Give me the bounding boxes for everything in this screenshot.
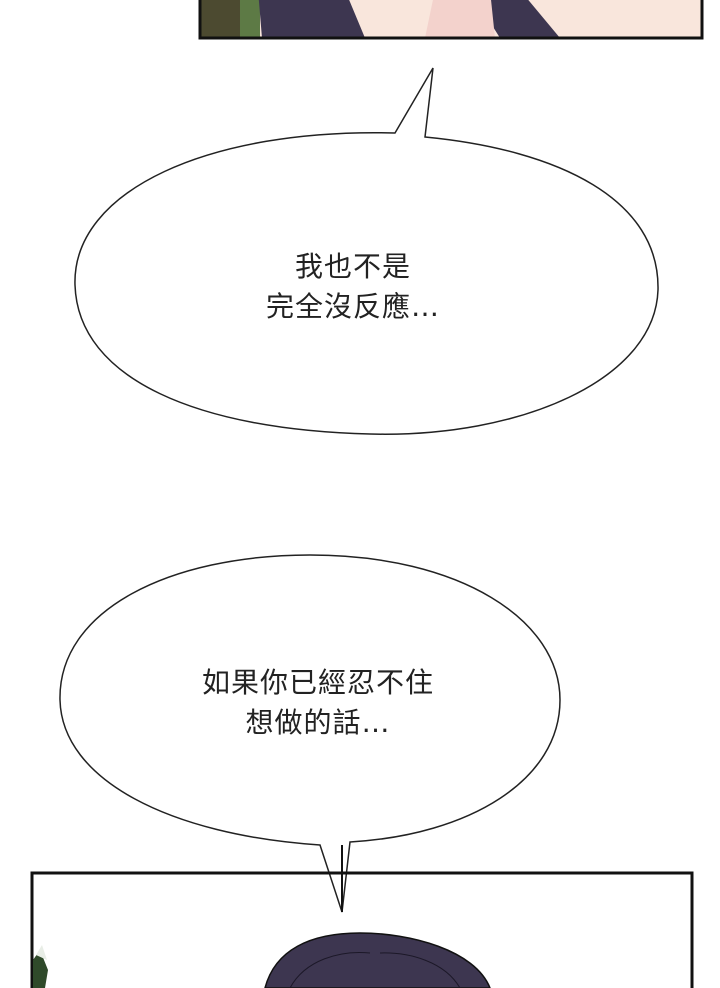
hair-right: [476, 0, 560, 38]
top-panel: [198, 0, 704, 40]
bubble-2-line-2: 想做的話…: [245, 706, 391, 739]
tree-trunk: [200, 0, 240, 38]
character-hair: [264, 932, 491, 988]
skin-neck: [425, 0, 495, 38]
bubble-2-text: 如果你已經忍不住 想做的話…: [168, 663, 468, 743]
speech-bubble-2: [59, 554, 561, 913]
bubble-1-text: 我也不是 完全沒反應…: [203, 247, 503, 327]
foliage: [33, 950, 48, 988]
speech-bubble-1: [74, 67, 659, 435]
bubble-2-line-1: 如果你已經忍不住: [201, 666, 434, 699]
bubble-1-line-1: 我也不是: [294, 250, 411, 283]
bottom-panel: [30, 845, 694, 988]
foliage: [240, 0, 260, 38]
hair-left: [258, 0, 365, 38]
bubble-1-line-2: 完全沒反應…: [265, 290, 440, 323]
